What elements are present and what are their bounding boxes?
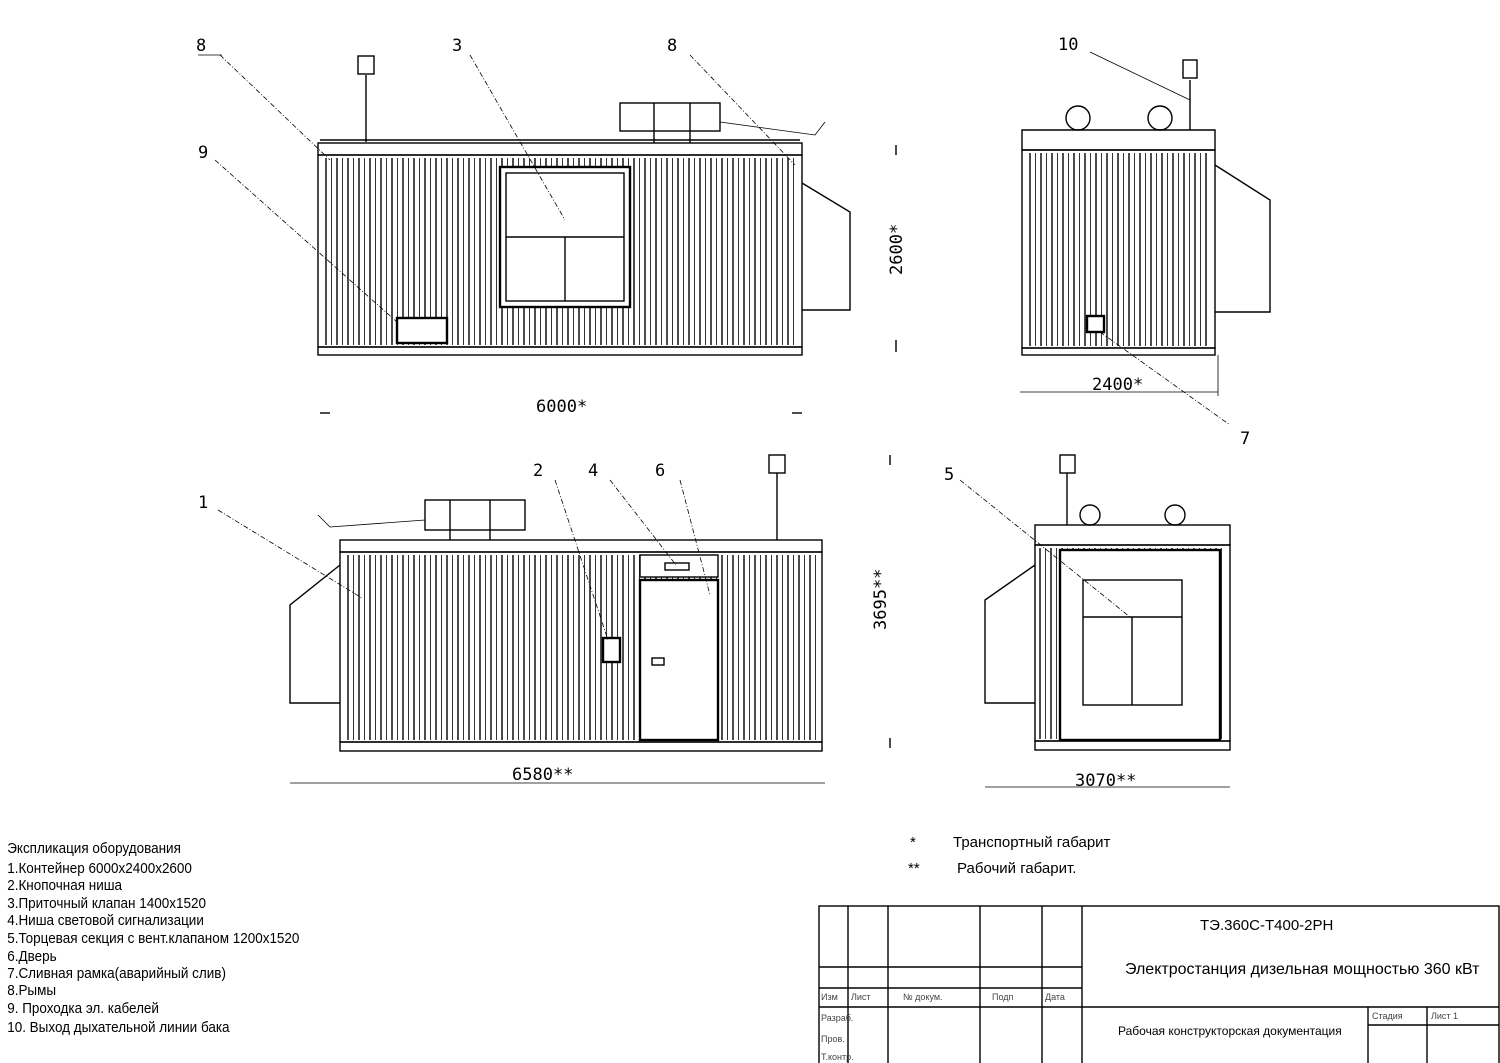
signal-niche bbox=[639, 554, 719, 578]
callout-8: 8 bbox=[196, 36, 206, 56]
breather-cap bbox=[1182, 59, 1198, 79]
end-view-top: 10 7 2400* bbox=[1020, 35, 1271, 449]
role-developer: Разраб. bbox=[821, 1013, 853, 1023]
callout-4: 4 bbox=[588, 461, 598, 481]
header-date: Дата bbox=[1045, 992, 1065, 1002]
breather-cap bbox=[357, 55, 375, 75]
callout-8b: 8 bbox=[667, 36, 677, 56]
corrugation bbox=[347, 555, 816, 740]
legend-item: 4.Ниша световой сигнализации bbox=[7, 912, 204, 929]
radiator bbox=[424, 499, 526, 531]
dimension-6580: 6580** bbox=[512, 765, 573, 785]
cable-entry bbox=[395, 316, 449, 345]
end-section-box bbox=[801, 182, 851, 311]
dimension-2600: 2600* bbox=[887, 224, 907, 275]
note-mark: ** bbox=[908, 860, 920, 877]
note-text: Транспортный габарит bbox=[953, 834, 1111, 851]
legend-item: 2.Кнопочная ниша bbox=[7, 877, 122, 894]
exhaust-pipe bbox=[719, 121, 826, 136]
legend-item: 9. Проходка эл. кабелей bbox=[7, 1000, 159, 1017]
note-text: Рабочий габарит. bbox=[957, 860, 1076, 877]
equipment-legend: Экспликация оборудования 1.Контейнер 600… bbox=[7, 840, 299, 1036]
dimension-6000: 6000* bbox=[536, 397, 587, 417]
door bbox=[638, 578, 720, 742]
legend-item: 8.Рымы bbox=[7, 982, 56, 999]
legend-item: 5.Торцевая секция с вент.клапаном 1200x1… bbox=[7, 930, 299, 947]
callout-9: 9 bbox=[198, 143, 208, 163]
notes: * Транспортный габарит ** Рабочий габари… bbox=[908, 834, 1111, 877]
header-doc-no: № докум. bbox=[903, 992, 943, 1002]
callout-1: 1 bbox=[198, 493, 208, 513]
legend-item: 7.Сливная рамка(аварийный слив) bbox=[7, 965, 226, 982]
legend-item: 1.Контейнер 6000x2400x2600 bbox=[7, 860, 192, 877]
legend-item: 6.Дверь bbox=[7, 948, 56, 965]
callout-5: 5 bbox=[944, 465, 954, 485]
legend-item: 3.Приточный клапан 1400x1520 bbox=[7, 895, 206, 912]
callout-7: 7 bbox=[1240, 429, 1250, 449]
legend-title: Экспликация оборудования bbox=[7, 840, 181, 857]
end-view-bottom: 5 3070** bbox=[944, 454, 1231, 791]
header-sign: Подп bbox=[992, 992, 1014, 1002]
note-mark: * bbox=[910, 834, 916, 851]
roof-frame bbox=[1021, 129, 1216, 151]
title-block: Изм Лист № докум. Подп Дата Разраб. Пров… bbox=[818, 905, 1500, 1063]
drain-frame bbox=[1085, 314, 1106, 334]
callout-2: 2 bbox=[533, 461, 543, 481]
side-view-top: 8 3 8 9 6000* 2600* bbox=[196, 36, 907, 417]
side-view-bottom: 1 2 4 6 6580** 3695** bbox=[198, 454, 891, 785]
document-type: Рабочая конструкторская документация bbox=[1118, 1024, 1342, 1038]
callout-6: 6 bbox=[655, 461, 665, 481]
header-izm: Изм bbox=[821, 992, 838, 1002]
base-frame bbox=[317, 346, 803, 356]
drawing-name: Электростанция дизельная мощностью 360 к… bbox=[1125, 961, 1480, 978]
dimension-3695: 3695** bbox=[871, 569, 891, 630]
header-list: Лист bbox=[851, 992, 871, 1002]
legend-item: 10. Выход дыхательной линии бака bbox=[7, 1019, 229, 1036]
role-tcontrol: Т.контр. bbox=[821, 1052, 854, 1062]
radiator bbox=[619, 102, 721, 132]
drawing-code: ТЭ.360С-Т400-2РН bbox=[1200, 917, 1333, 934]
roof-frame bbox=[317, 142, 803, 156]
button-niche bbox=[601, 636, 622, 664]
role-checker: Пров. bbox=[821, 1034, 845, 1044]
dimension-3070: 3070** bbox=[1075, 771, 1136, 791]
callout-10: 10 bbox=[1058, 35, 1078, 55]
callout-3: 3 bbox=[452, 36, 462, 56]
corrugation bbox=[1029, 153, 1207, 346]
stage-label: Стадия bbox=[1372, 1011, 1403, 1021]
dimension-2400: 2400* bbox=[1092, 375, 1143, 395]
sheet-label: Лист 1 bbox=[1431, 1011, 1458, 1021]
